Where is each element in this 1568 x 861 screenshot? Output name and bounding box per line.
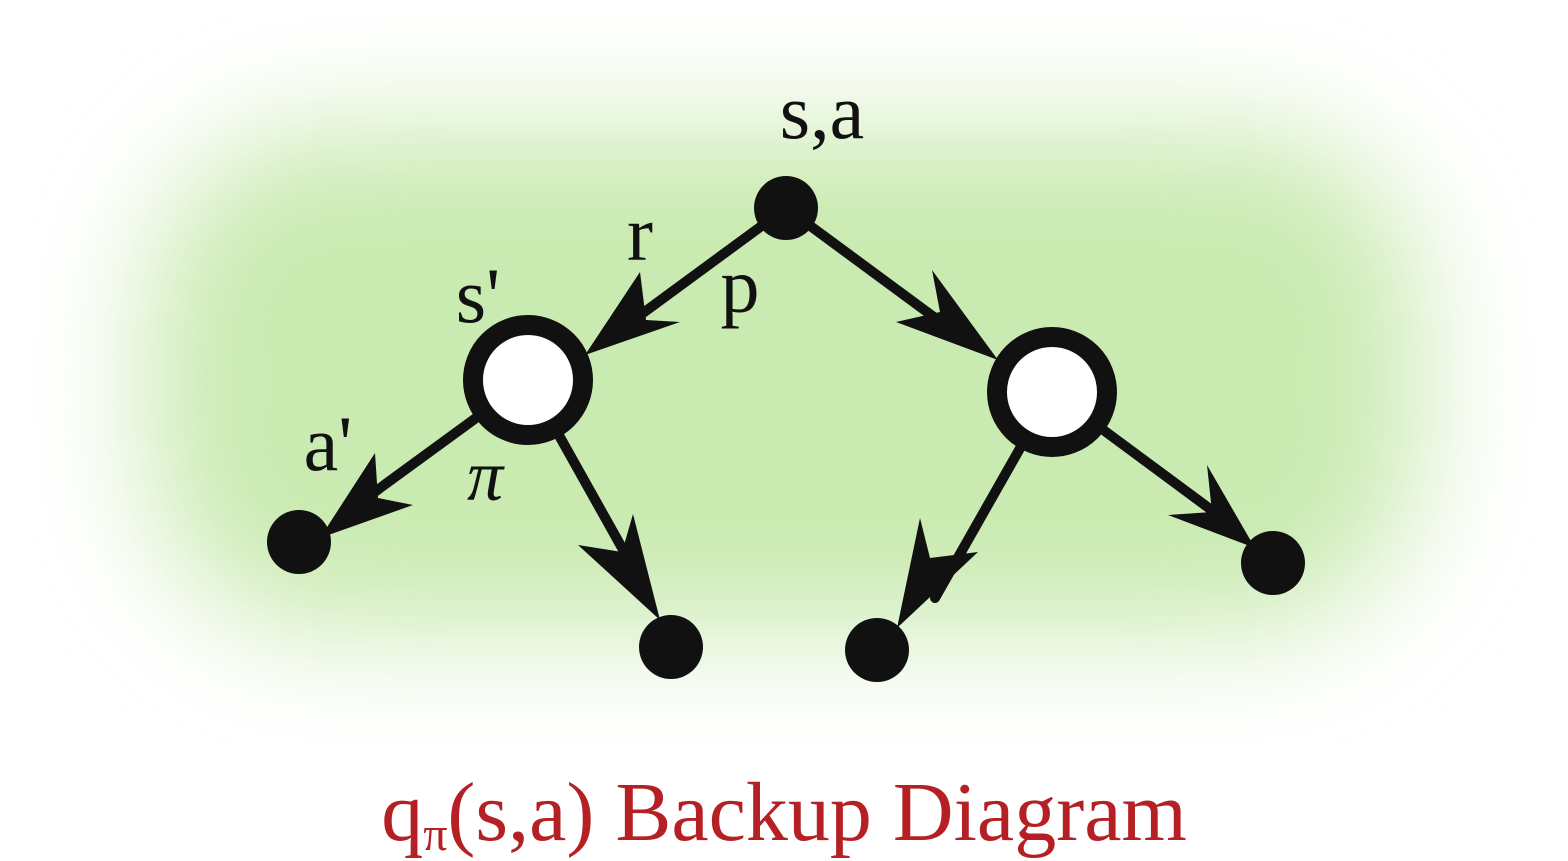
policy-label: π	[467, 436, 505, 516]
diagram-caption: qπ(s,a) Backup Diagram	[0, 766, 1568, 861]
reward-label: r	[627, 190, 653, 277]
green-glow-background	[150, 130, 1418, 630]
action-node-4	[1241, 531, 1305, 595]
arrowheads	[320, 270, 1255, 628]
arrowhead-action-3	[897, 518, 978, 628]
arrowhead-action-2	[578, 514, 660, 620]
arrowhead-action-1	[320, 453, 413, 538]
root-label: s,a	[780, 68, 864, 155]
caption-text: (s,a) Backup Diagram	[447, 766, 1187, 859]
caption-q: q	[381, 766, 424, 859]
edge-root-to-left-state	[615, 203, 791, 335]
caption-subscript-pi: π	[423, 808, 448, 861]
transition-label: p	[721, 242, 760, 329]
action-node-3	[845, 618, 909, 682]
left-state-node	[463, 315, 593, 445]
action-node-2	[639, 615, 703, 679]
arrowhead-action-4	[1168, 465, 1255, 548]
arrowhead-left-state	[585, 272, 680, 355]
root-action-node	[754, 176, 818, 240]
arrowhead-right-state	[896, 270, 998, 360]
next-state-label: s'	[456, 252, 500, 339]
next-action-label: a'	[304, 400, 353, 487]
action-node-1	[267, 510, 331, 574]
right-state-node	[987, 327, 1117, 457]
